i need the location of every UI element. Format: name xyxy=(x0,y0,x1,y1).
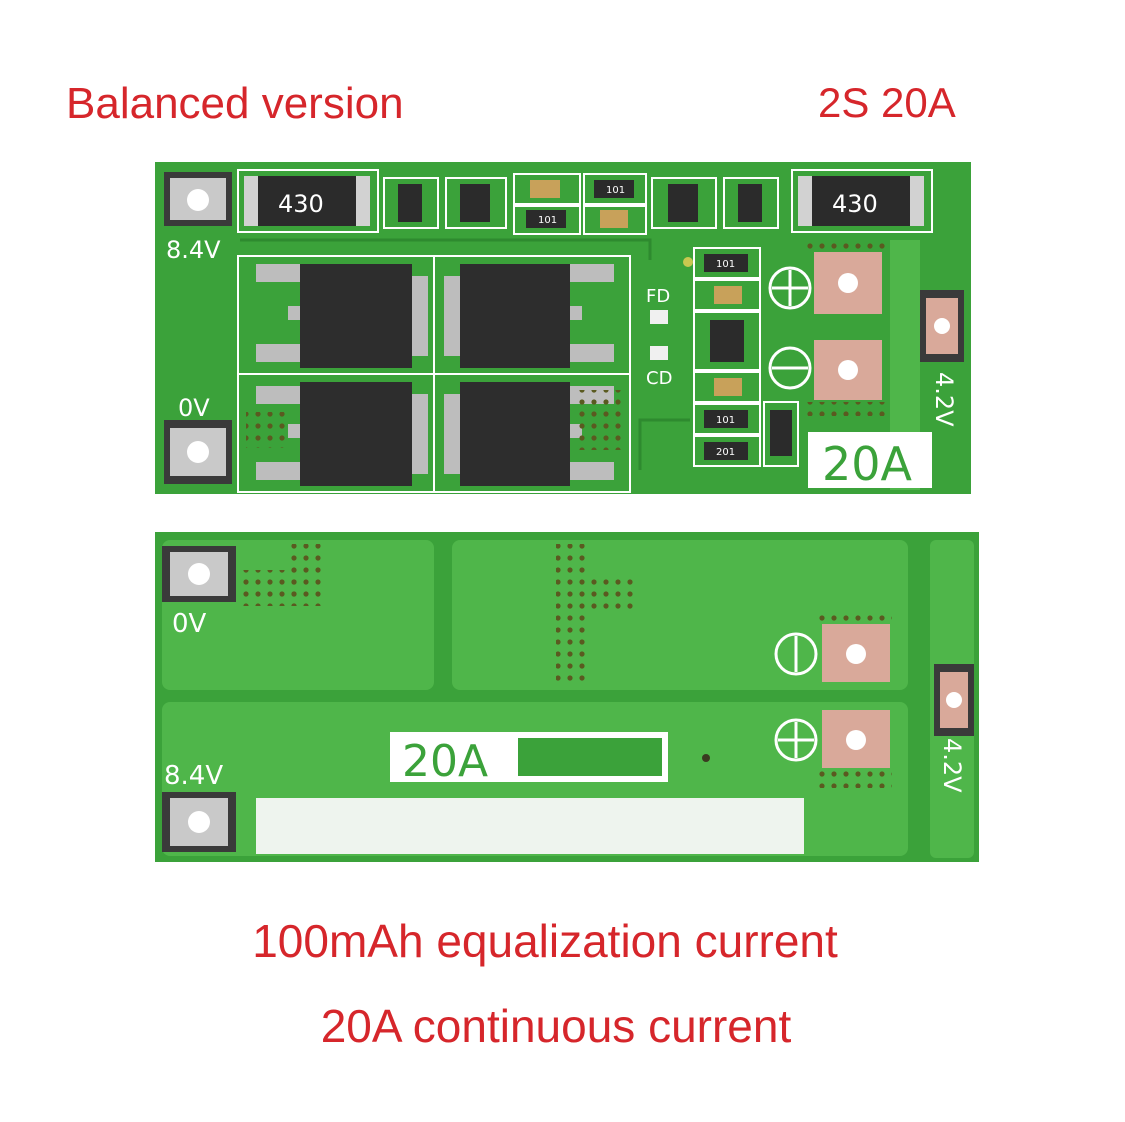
back-label-0v: 0V xyxy=(172,609,207,639)
front-rating-label: 20A xyxy=(822,437,913,491)
front-smd-code-3: 101 xyxy=(716,259,735,270)
front-label-fd: FD xyxy=(646,286,670,307)
front-resistor-left-code: 430 xyxy=(278,190,324,218)
front-smd-code-1: 101 xyxy=(538,215,557,226)
back-label-4v2: 4.2V xyxy=(938,738,966,793)
back-board: 0V 4.2V 20A 8.4V xyxy=(155,532,979,862)
back-minus-symbol xyxy=(774,632,818,676)
caption-continuous-current: 20A continuous current xyxy=(320,1000,792,1052)
front-smd-code-2: 101 xyxy=(606,185,625,196)
front-board: 8.4V 0V 430 430 101 101 xyxy=(155,162,971,494)
caption-equalization-current: 100mAh equalization current xyxy=(252,915,838,967)
front-label-cd: CD xyxy=(646,368,672,389)
front-label-4v2: 4.2V xyxy=(930,372,958,427)
front-smd-code-4: 101 xyxy=(716,415,735,426)
back-plus-symbol xyxy=(774,718,818,762)
front-resistor-right-code: 430 xyxy=(832,190,878,218)
back-rating-label: 20A xyxy=(402,736,488,787)
caption-balanced-version: Balanced version xyxy=(66,79,404,128)
caption-model: 2S 20A xyxy=(818,79,956,126)
front-plus-symbol xyxy=(768,266,812,310)
front-minus-symbol xyxy=(768,346,812,390)
front-label-8v4: 8.4V xyxy=(166,236,221,264)
front-label-0v: 0V xyxy=(178,394,210,422)
front-smd-code-5: 201 xyxy=(716,447,735,458)
back-label-8v4: 8.4V xyxy=(164,761,223,791)
